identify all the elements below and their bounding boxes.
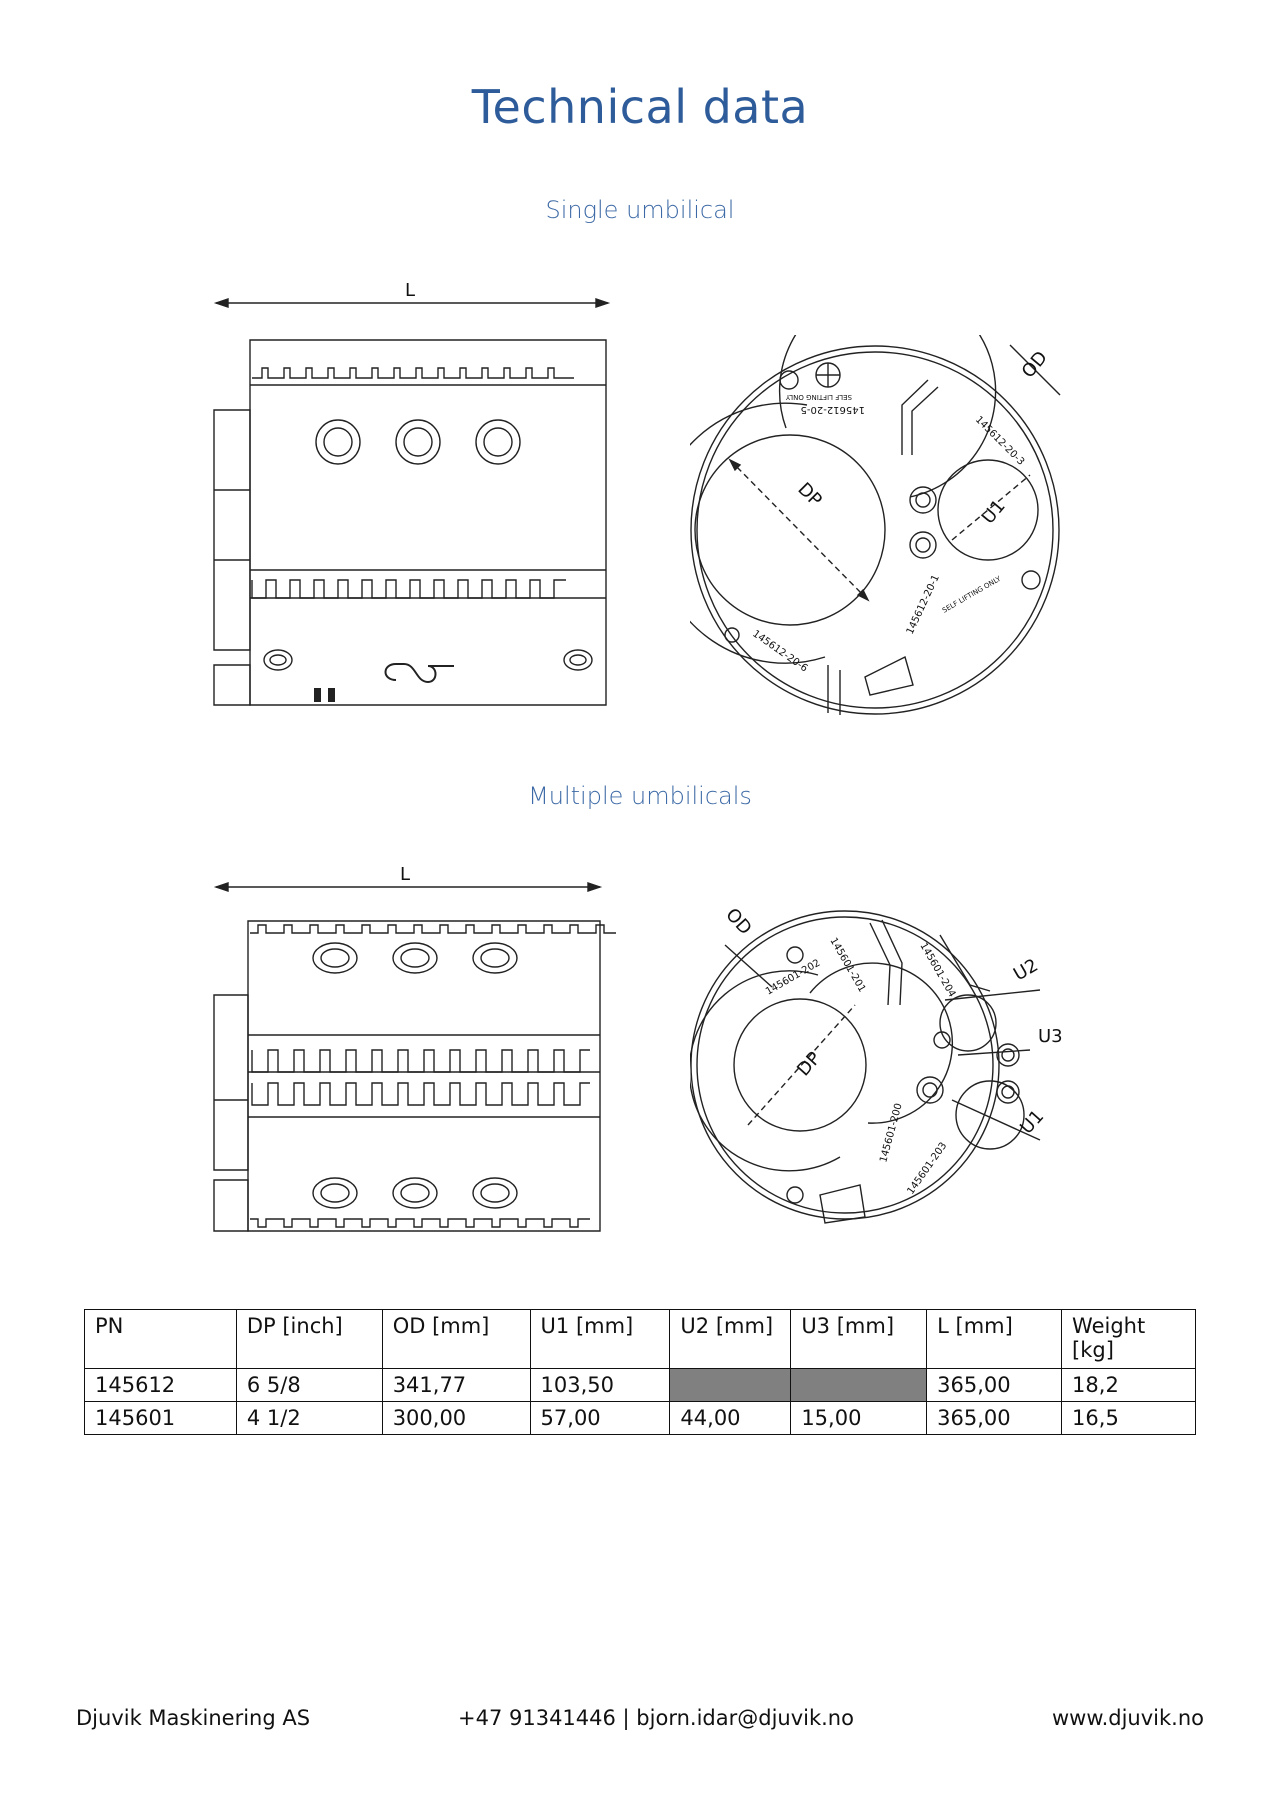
single-marking-text: SELF LIFTING ONLY (785, 393, 852, 401)
table-cell: 6 5/8 (235, 1368, 383, 1402)
single-dp-label: DP (793, 479, 825, 511)
table-cell: 365,00 (926, 1368, 1063, 1402)
multiple-part-number: 145601-200 (878, 1102, 904, 1164)
table-cell: 145601 (84, 1401, 237, 1435)
multiple-u2-label: U2 (1010, 955, 1042, 986)
table-cell: 341,77 (381, 1368, 531, 1402)
table-cell: 18,2 (1061, 1368, 1196, 1402)
single-length-label: L (405, 280, 415, 301)
table-cell: 365,00 (926, 1401, 1063, 1435)
single-part-number: 145612-20-3 (973, 414, 1026, 467)
table-cell: 145612 (84, 1368, 237, 1402)
table-header-cell: U2 [mm] (669, 1309, 792, 1369)
table-row: 145612 6 5/8 341,77 103,50 365,00 18,2 (84, 1368, 1196, 1402)
multiple-od-label: OD (721, 904, 755, 939)
footer-website-link[interactable]: www.djuvik.no (1051, 1706, 1204, 1730)
single-side-view-drawing: L (200, 280, 620, 720)
table-row: 145601 4 1/2 300,00 57,00 44,00 15,00 36… (84, 1401, 1196, 1435)
multiple-dp-label: DP (793, 1048, 825, 1081)
section-subtitle-single: Single umbilical (545, 196, 735, 224)
technical-data-table: PN DP [inch] OD [mm] U1 [mm] U2 [mm] U3 … (84, 1309, 1196, 1435)
multiple-u1-label: U1 (1016, 1106, 1048, 1138)
table-header-cell: L [mm] (926, 1309, 1063, 1369)
table-cell: 57,00 (529, 1401, 671, 1435)
single-part-number: 145612-20-1 (905, 573, 942, 636)
table-header-cell: Weight [kg] (1061, 1309, 1196, 1369)
multiple-u3-label: U3 (1038, 1026, 1063, 1047)
footer-contact: +47 91341446 | bjorn.idar@djuvik.no (458, 1706, 854, 1730)
table-cell-not-applicable (790, 1368, 928, 1402)
table-header-cell: PN (84, 1309, 237, 1369)
table-cell-not-applicable (669, 1368, 792, 1402)
footer-company: Djuvik Maskinering AS (76, 1706, 311, 1730)
table-cell: 4 1/2 (235, 1401, 383, 1435)
single-part-number: 145612-20-5 (801, 404, 865, 415)
table-header-cell: DP [inch] (235, 1309, 383, 1369)
page-title: Technical data (471, 80, 809, 134)
single-u1-label: U1 (978, 496, 1010, 528)
table-header-cell: U1 [mm] (529, 1309, 671, 1369)
table-header-cell: OD [mm] (381, 1309, 531, 1369)
single-part-number: 145612-20-6 (750, 628, 809, 674)
multiple-side-view-drawing: L (200, 864, 620, 1245)
table-cell: 300,00 (381, 1401, 531, 1435)
table-cell: 15,00 (790, 1401, 928, 1435)
multiple-part-number: 145601-201 (827, 936, 867, 994)
multiple-length-label: L (400, 864, 410, 885)
table-cell: 44,00 (669, 1401, 792, 1435)
table-header-row: PN DP [inch] OD [mm] U1 [mm] U2 [mm] U3 … (84, 1309, 1196, 1369)
single-end-view-drawing: DP U1 OD 145612-20-5 145612-20-3 145612-… (690, 335, 1090, 725)
table-cell: 103,50 (529, 1368, 671, 1402)
section-subtitle-multiple: Multiple umbilicals (528, 782, 752, 810)
multiple-end-view-drawing: DP U1 U2 U3 OD 145601-202 145601-201 145… (690, 904, 1063, 1235)
multiple-part-number: 145601-202 (764, 958, 822, 998)
single-od-label: OD (1018, 347, 1052, 382)
table-header-cell: U3 [mm] (790, 1309, 928, 1369)
table-cell: 16,5 (1061, 1401, 1196, 1435)
single-marking-text: SELF LIFTING ONLY (941, 574, 1003, 614)
